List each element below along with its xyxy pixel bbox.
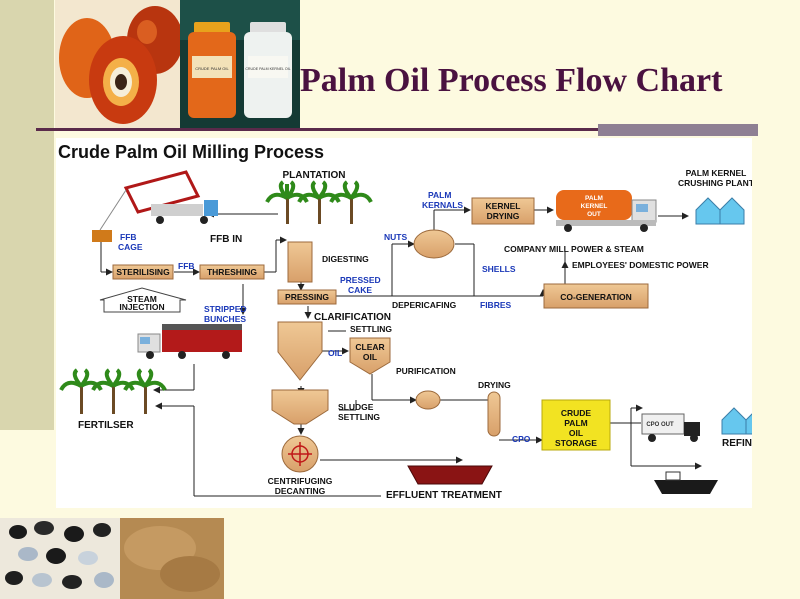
steam-injection-label-2: INJECTION: [119, 302, 164, 312]
clear-oil-label-1: CLEAR: [355, 342, 384, 352]
digesting-label: DIGESTING: [322, 254, 369, 264]
cpo-storage-label-2: PALM: [564, 418, 587, 428]
digester-box: [287, 241, 313, 283]
kernel-drying-label-2: DRYING: [487, 211, 520, 221]
flow-connectors: [100, 206, 702, 497]
ffb-cage-label-2: CAGE: [118, 242, 143, 252]
purifier-node: [415, 390, 441, 410]
centrifuge-crosshair-icon: [288, 442, 312, 466]
steam-injection-label-1: STEAM: [127, 294, 157, 304]
centrifuging-label-2: DECANTING: [275, 486, 326, 496]
process-flow-diagram: Crude Palm Oil Milling Process: [58, 142, 752, 501]
pressed-cake-label-1: PRESSED: [340, 275, 381, 285]
threshing-box: [199, 264, 265, 280]
palm-kernel-out-label-3: OUT: [587, 211, 601, 218]
effluent-treatment-label: EFFLUENT TREATMENT: [386, 490, 502, 501]
title-divider: [36, 128, 756, 131]
left-decorative-stripe: [0, 0, 54, 430]
purification-label: PURIFICATION: [396, 366, 456, 376]
ffb-in-label: FFB IN: [210, 234, 242, 245]
kernel-crushing-plant-icon: [695, 197, 745, 225]
sterilising-box: [112, 264, 174, 280]
cpo-storage-label-3: OIL: [569, 428, 583, 438]
ffb-label: FFB: [178, 261, 195, 271]
palm-kernel-crushing-label-2: CRUSHING PLANT: [678, 178, 752, 188]
diagram-heading: Crude Palm Oil Milling Process: [58, 142, 324, 162]
oil-label: OIL: [328, 348, 342, 358]
refinery-label: REFINERY: [722, 438, 752, 449]
bunch-truck-icon: [137, 324, 242, 359]
depericafing-label: DEPERICAFING: [392, 300, 457, 310]
jar-label-cpo: CRUDE PALM OIL: [195, 66, 229, 71]
drying-label: DRYING: [478, 380, 511, 390]
threshing-label: THRESHING: [207, 267, 257, 277]
tanker-ship-icon: [654, 471, 718, 494]
pressing-box: [277, 289, 337, 305]
pressed-cake-label-2: CAKE: [348, 285, 372, 295]
cpo-storage-label-4: STORAGE: [555, 438, 597, 448]
employees-power-label: EMPLOYEES' DOMESTIC POWER: [572, 260, 709, 270]
dryer-column: [487, 391, 501, 437]
pressing-label: PRESSING: [285, 292, 329, 302]
slide-title: Palm Oil Process Flow Chart: [300, 62, 723, 99]
fibres-label: FIBRES: [480, 300, 512, 310]
sterilising-label: STERILISING: [116, 267, 170, 277]
palm-kernals-label-2: KERNALS: [422, 200, 463, 210]
co-generation-box: [543, 283, 649, 309]
kernel-drying-box: [471, 197, 535, 225]
palm-fruit-photo: [55, 0, 180, 128]
kernel-tanker-icon: [556, 190, 657, 232]
palm-kernel-crushing-label-1: PALM KERNEL: [686, 168, 747, 178]
clear-oil-tank: [349, 337, 391, 375]
palm-kernels-photo: [0, 518, 120, 599]
fertilser-palm-trees-icon: [59, 368, 167, 414]
palm-kernel-out-label-1: PALM: [585, 195, 603, 202]
palm-kernals-label-1: PALM: [428, 190, 451, 200]
cpo-storage-box: [541, 399, 611, 451]
fertilser-label: FERTILSER: [78, 420, 134, 431]
cpo-truck-icon: [641, 413, 700, 442]
sludge-settling-label-1: SLUDGE: [338, 402, 374, 412]
nut-separator-node: [413, 229, 455, 259]
jar-label-cpko: CRUDE PALM KERNEL OIL: [245, 67, 290, 71]
stripped-bunches-label-2: BUNCHES: [204, 314, 246, 324]
shells-label: SHELLS: [482, 264, 516, 274]
cpo-label: CPO: [512, 434, 531, 444]
tipper-truck-icon: [92, 170, 218, 242]
clarification-label: CLARIFICATION: [314, 312, 391, 323]
kernel-drying-label-1: KERNEL: [486, 201, 521, 211]
palm-fibre-photo: [120, 518, 224, 599]
cpo-out-label: CPO OUT: [646, 422, 674, 428]
refinery-icon: [721, 407, 752, 435]
plantation-palm-trees-icon: [265, 180, 373, 224]
centrifuging-label-1: CENTRIFUGING: [268, 476, 333, 486]
settling-label: SETTLING: [350, 324, 392, 334]
co-generation-label: CO-GENERATION: [560, 292, 632, 302]
sludge-settling-tank: [271, 389, 329, 425]
plantation-label: PLANTATION: [283, 170, 346, 181]
company-mill-power-label: COMPANY MILL POWER & STEAM: [504, 244, 644, 254]
title-divider-accent: [598, 124, 758, 136]
palm-kernel-out-label-2: KERNEL: [581, 203, 608, 210]
sludge-settling-label-2: SETTLING: [338, 412, 380, 422]
nuts-label: NUTS: [384, 232, 407, 242]
cpo-storage-label-1: CRUDE: [561, 408, 592, 418]
clarifier-tank: [277, 321, 323, 381]
steam-injection-arrow: [99, 287, 187, 313]
oil-jars-photo: CRUDE PALM OIL CRUDE PALM KERNEL OIL: [180, 0, 300, 128]
effluent-pond: [407, 465, 493, 485]
ffb-cage-label-1: FFB: [120, 232, 137, 242]
stripped-bunches-label-1: STRIPPED: [204, 304, 247, 314]
clear-oil-label-2: OIL: [363, 352, 377, 362]
